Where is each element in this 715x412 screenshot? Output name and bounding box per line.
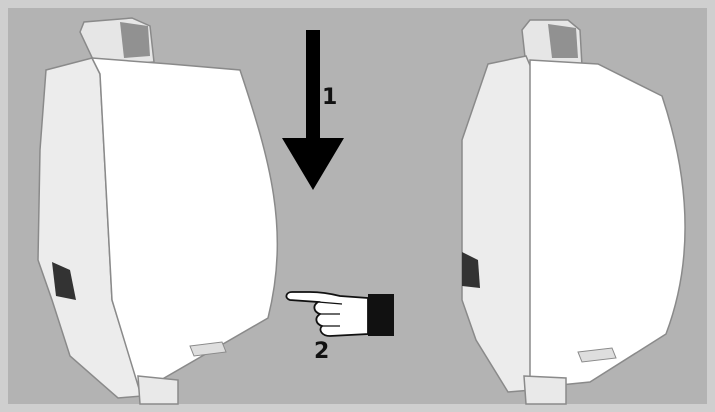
- device-left-face: [90, 57, 279, 394]
- device-right-bottom-clip: [523, 375, 567, 405]
- device-left-rail-slot: [52, 262, 76, 300]
- device-right-terminal: [548, 24, 578, 58]
- device-left-bottom-clip: [137, 375, 179, 405]
- device-right-bottom-tab: [577, 347, 617, 363]
- device-left: [37, 17, 279, 405]
- step-2-label: 2: [314, 339, 329, 364]
- device-left-bottom-tab: [189, 341, 227, 357]
- step-2-group: 2: [285, 291, 394, 364]
- device-left-terminal: [120, 22, 150, 58]
- step-1-label: 1: [322, 85, 337, 110]
- device-right-side: [461, 55, 533, 393]
- down-arrow-icon: [282, 30, 344, 190]
- step-1-group: 1: [282, 30, 344, 190]
- device-right-face: [529, 59, 686, 389]
- device-right-rail-slot: [462, 252, 480, 288]
- device-right: [461, 19, 686, 405]
- pointing-hand-icon: [285, 291, 394, 337]
